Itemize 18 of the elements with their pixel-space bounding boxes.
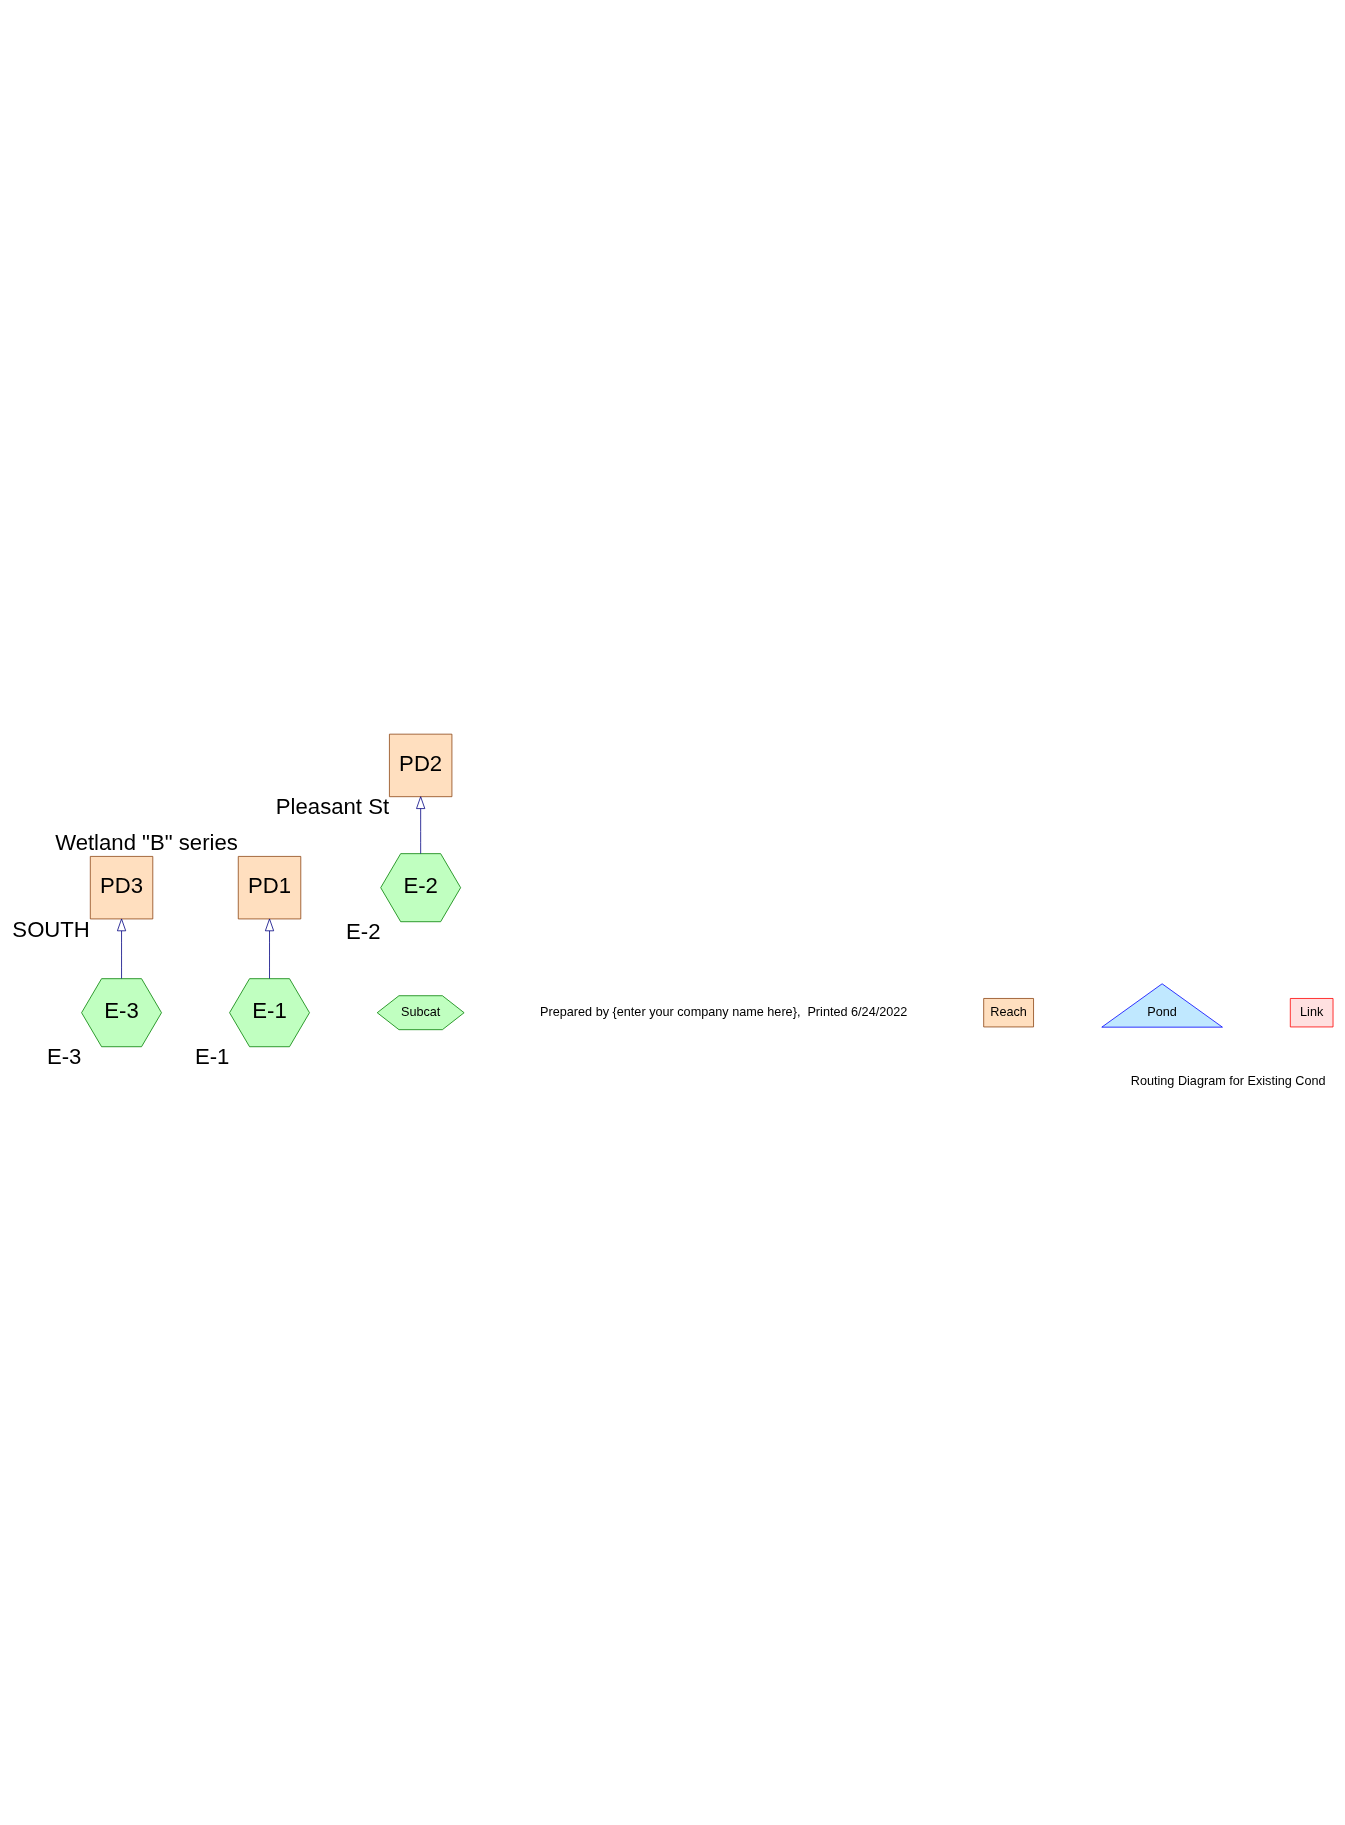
- node-box: PD2: [389, 733, 453, 797]
- legend-label: Pond: [1147, 1004, 1177, 1019]
- node-label: Wetland "B" series: [55, 829, 238, 855]
- legend-label: Reach: [990, 1004, 1027, 1019]
- node-label: SOUTH: [12, 916, 90, 942]
- arrow: [416, 795, 426, 854]
- arrow: [117, 918, 127, 979]
- node-box: PD3: [89, 855, 154, 919]
- legend-label: Link: [1300, 1004, 1324, 1019]
- arrow: [264, 918, 275, 979]
- node-label: E-2: [346, 918, 381, 944]
- node-box: PD1: [237, 855, 302, 919]
- legend-label: Subcat: [400, 1004, 441, 1019]
- label: Prepared by {enter your company name here}, Printed 6/24/2022: [540, 1004, 908, 1019]
- node-label: E-3: [46, 1043, 82, 1069]
- diagram-title: Routing Diagram for Existing Cond: [1130, 1073, 1326, 1088]
- node-label: Pleasant St: [275, 793, 390, 819]
- node-label: E-1: [194, 1043, 230, 1069]
